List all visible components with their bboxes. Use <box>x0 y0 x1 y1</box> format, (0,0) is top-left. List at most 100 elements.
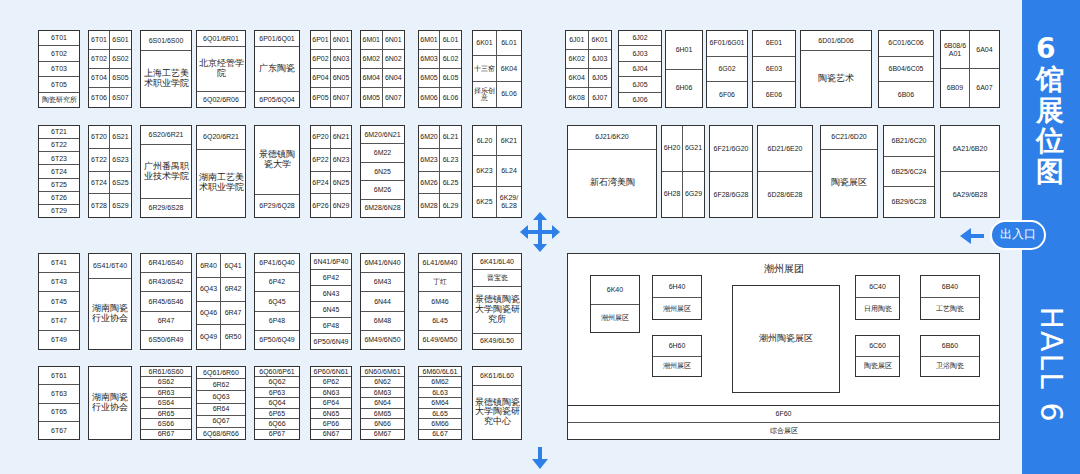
booth-block: 6J016K016K026J036K046J056K086J07 <box>565 30 612 108</box>
booth-label: 6N64 <box>361 398 404 408</box>
booth-label: 6M05 <box>419 69 440 88</box>
booth-label: 潮州陶瓷展区 <box>733 286 839 392</box>
booth-block: 6R406Q416Q436R426Q466R476Q496R50 <box>196 253 246 350</box>
booth-label: 6Q63 <box>197 391 245 403</box>
booth-label: 6Q49 <box>197 325 221 349</box>
booth-label: 6B21/6C20 <box>884 126 934 157</box>
booth-label: 6T25 <box>39 179 79 192</box>
booth-label: 6T65 <box>39 404 79 422</box>
booth-block: 6T416T436T456T476T49 <box>38 253 80 350</box>
booth-label: 6J03 <box>589 50 612 69</box>
booth-label: 6A21/6B20 <box>941 126 999 172</box>
booth-label: 6L65 <box>419 409 461 419</box>
booth-label: 6F21/6G20 <box>710 126 752 172</box>
booth-label: 6C21/6D20 <box>821 126 877 150</box>
booth-label: 6Q66 <box>255 419 299 429</box>
booth-block: 6P01/6Q01广东陶瓷6P05/6Q04 <box>254 30 300 108</box>
booth-label: 6L20 <box>473 126 497 156</box>
booth-label: 6D01/6D06 <box>801 31 871 51</box>
booth-label: 6P48 <box>311 318 351 334</box>
booth-label: 6F60 <box>568 406 999 423</box>
booth-label: 十三窑 <box>473 56 497 81</box>
booth-label: 6J05 <box>589 69 612 88</box>
booth-label: 陶瓷艺术 <box>801 51 871 107</box>
booth-label: 6M02 <box>361 50 383 69</box>
booth-label: 6M28/6N28 <box>361 200 404 217</box>
booth-label: 6J06 <box>619 93 661 107</box>
booth-label: 6C01/6C06 <box>879 31 933 57</box>
booth-label: 6N25 <box>361 163 404 181</box>
booth-label: 6T47 <box>39 312 79 331</box>
booth-label: 陶瓷展区 <box>821 150 877 218</box>
booth-block: 6H206G216H286G29 <box>661 125 705 218</box>
booth-block: 潮州陶瓷展区 <box>732 285 840 393</box>
booth-label: 日用陶瓷 <box>856 298 899 319</box>
booth-label: 6P50/6Q49 <box>255 331 299 349</box>
booth-label: 潮州展区 <box>653 298 701 319</box>
booth-label: 6P66 <box>311 419 351 429</box>
booth-label: 6P01 <box>311 31 331 50</box>
booth-label: 6M26 <box>419 172 440 195</box>
booth-label: 6R67 <box>141 430 191 439</box>
booth-label: 6P01/6Q01 <box>255 31 299 47</box>
booth-label: 6P29/6Q28 <box>255 195 299 218</box>
booth-label: 6N67 <box>311 430 351 439</box>
booth-label: 6L49/6M50 <box>419 331 461 349</box>
booth-label: 6P60/6N61 <box>311 367 351 377</box>
booth-label: 6T03 <box>39 62 79 77</box>
booth-label: 6J21/6K20 <box>568 126 656 150</box>
booth-label: 6P04 <box>311 69 331 88</box>
booth-label: 6E03 <box>753 57 795 83</box>
booth-label: 6T63 <box>39 385 79 403</box>
booth-label: 6K01 <box>473 31 497 56</box>
booth-label: 潮州展区 <box>653 357 701 377</box>
booth-block: 6C21/6D20陶瓷展区 <box>820 125 878 218</box>
booth-label: 陶瓷展区 <box>856 357 899 377</box>
booth-label: 6L06 <box>497 82 521 107</box>
booth-label: 6N01 <box>331 31 351 50</box>
booth-block: 6L41/6M40丁红6M466L456L49/6M50 <box>418 253 462 350</box>
booth-label: 卫浴陶瓷 <box>921 357 979 377</box>
booth-label: 6L02 <box>440 50 461 69</box>
booth-label: 6T06 <box>89 88 110 107</box>
booth-label: 6M62 <box>419 377 461 387</box>
entrance-button: 出入口 <box>990 220 1046 250</box>
booth-label: 6T21 <box>39 126 79 139</box>
booth-label: 6K08 <box>566 88 589 107</box>
booth-label: 6P42 <box>311 270 351 286</box>
booth-block: 6S41/6T40湖南陶瓷行业协会 <box>88 253 132 350</box>
booth-label: 6B06 <box>879 82 933 107</box>
booth-label: 6G21 <box>683 126 704 172</box>
booth-label: 6M60/6L61 <box>419 367 461 377</box>
booth-block: 6L206K216K236L246K256K29/6L28 <box>472 125 522 218</box>
booth-label: 6R64 <box>197 404 245 416</box>
booth-label: 6E01 <box>753 31 795 57</box>
booth-label: 6R61/6S60 <box>141 367 191 377</box>
booth-block: 6M206L216M236L236M266L256M286L29 <box>418 125 462 218</box>
booth-block: 6F21/6G206F28/6G28 <box>709 125 753 218</box>
booth-label: 6P42 <box>255 273 299 292</box>
booth-label: 6T61 <box>39 367 79 385</box>
booth-label: 6J05 <box>619 77 661 92</box>
booth-label: 6B25/6C24 <box>884 157 934 188</box>
booth-label: 6L67 <box>419 430 461 439</box>
booth-label: 6M04 <box>361 69 383 88</box>
booth-label: 6K02 <box>566 50 589 69</box>
booth-label: 6S64 <box>141 398 191 408</box>
booth-label: 6Q67 <box>197 416 245 428</box>
booth-label: 6M26 <box>361 181 404 199</box>
booth-block: 6H40潮州展区 <box>652 275 702 320</box>
booth-label: 6N65 <box>311 409 351 419</box>
booth-label: 6N41/6P40 <box>311 254 351 270</box>
booth-block: 6T016T026T036T05陶瓷研究所 <box>38 30 80 108</box>
booth-label: 6P02 <box>311 50 331 69</box>
booth-label: 6Q20/6R21 <box>197 126 245 150</box>
booth-label: 6P63 <box>255 388 299 398</box>
booth-label: 6R62 <box>197 379 245 391</box>
booth-block: 6Q01/6R01北京经管学院6Q02/6R06 <box>196 30 246 108</box>
booth-label: 6K23 <box>473 156 497 186</box>
booth-block: 6C40日用陶瓷 <box>855 275 900 320</box>
booth-label: 6N62 <box>361 377 404 387</box>
booth-label: 6M01 <box>419 31 440 50</box>
booth-label: 景德镇陶瓷大学 <box>255 126 299 195</box>
